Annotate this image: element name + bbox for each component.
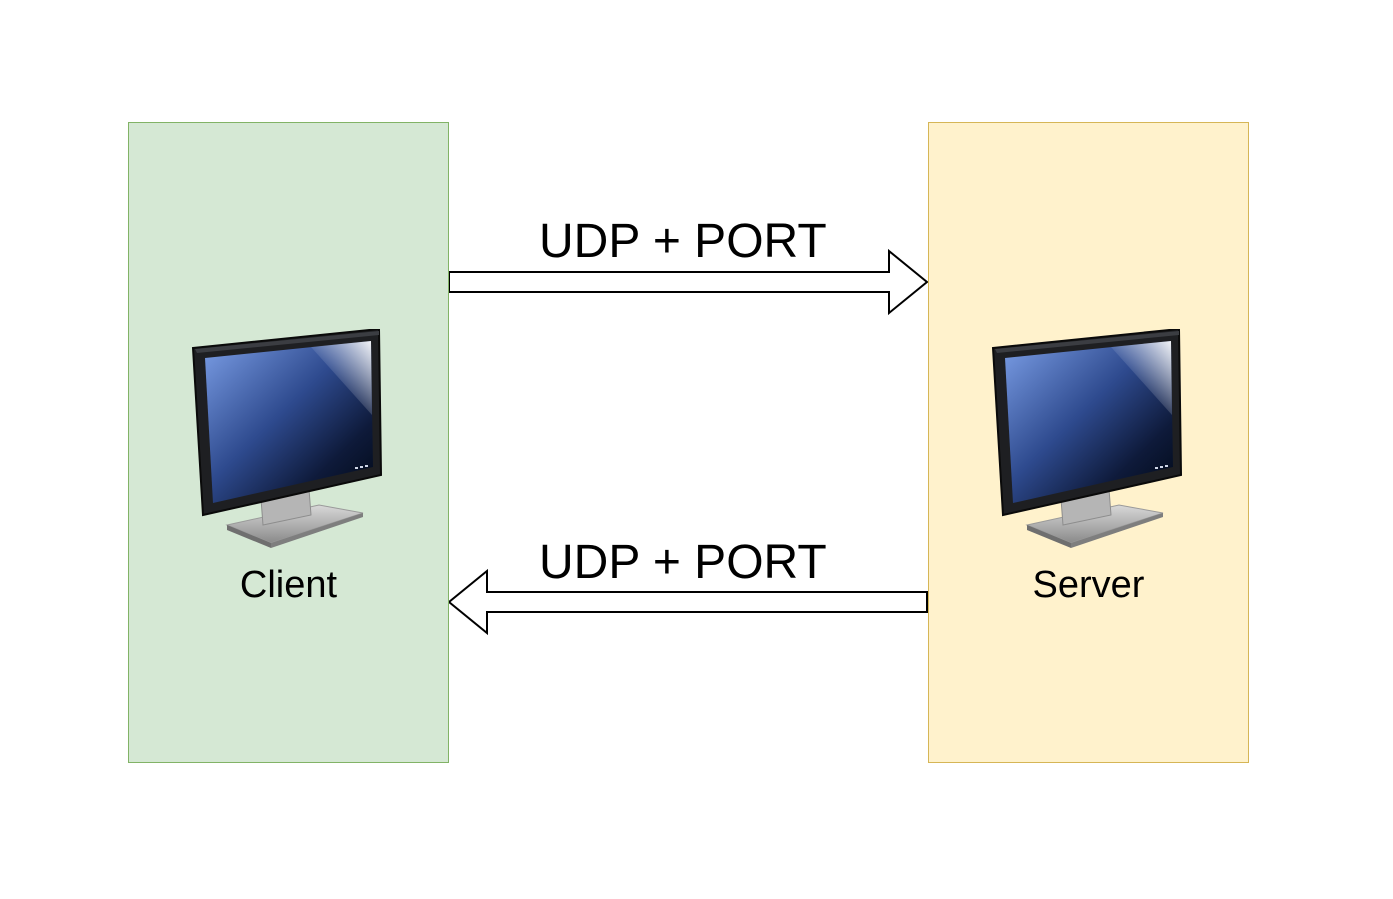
client-label: Client (239, 564, 338, 606)
server-label: Server (1032, 564, 1145, 606)
response-edge-label: UDP + PORT (539, 536, 827, 589)
response-arrow[interactable] (447, 568, 928, 636)
server-node[interactable]: Server (928, 122, 1249, 763)
request-arrow[interactable] (448, 248, 929, 316)
computer-monitor-icon (191, 329, 383, 548)
computer-monitor-icon (991, 329, 1183, 548)
client-node[interactable]: Client (128, 122, 449, 763)
request-edge-label: UDP + PORT (539, 215, 827, 268)
